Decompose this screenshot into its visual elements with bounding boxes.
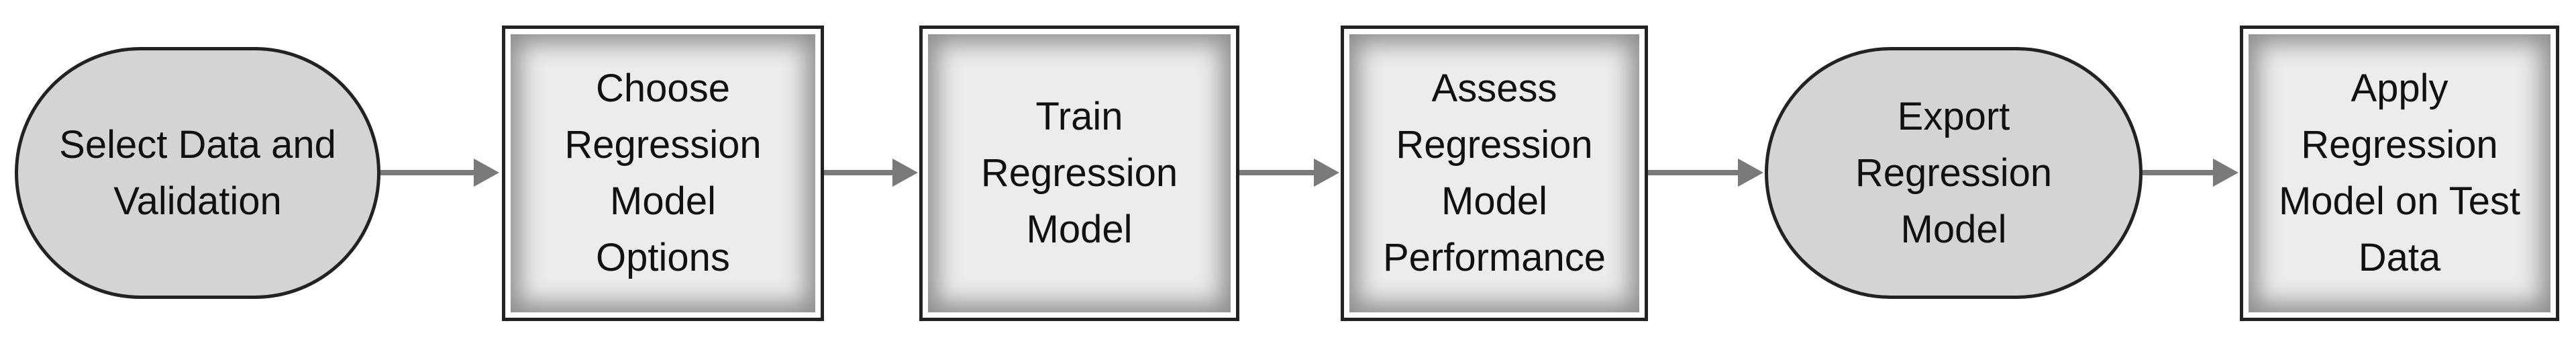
node-label-choose-options: Choose Regression Model Options bbox=[564, 66, 762, 279]
arrowhead-4 bbox=[1738, 159, 1763, 187]
node-label-select-data: Select Data and Validation bbox=[59, 122, 336, 223]
edge-export-to-apply bbox=[2143, 159, 2238, 187]
node-train-regression-model: Train Regression Model bbox=[919, 26, 1239, 321]
edge-choose-to-train bbox=[824, 159, 918, 187]
arrowhead-1 bbox=[474, 159, 499, 187]
node-choose-regression-model-options: Choose Regression Model Options bbox=[502, 26, 824, 321]
node-export-regression-model: Export Regression Model bbox=[1765, 47, 2143, 299]
node-select-data-and-validation: Select Data and Validation bbox=[15, 47, 380, 299]
node-apply-regression-model-on-test-data: Apply Regression Model on Test Data bbox=[2240, 26, 2559, 321]
edge-assess-to-export bbox=[1648, 159, 1763, 187]
node-label-apply-model: Apply Regression Model on Test Data bbox=[2278, 66, 2521, 279]
node-label-export-model: Export Regression Model bbox=[1855, 94, 2053, 251]
node-label-assess-performance: Assess Regression Model Performance bbox=[1382, 66, 1606, 279]
node-label-train-model: Train Regression Model bbox=[980, 95, 1178, 251]
arrowhead-5 bbox=[2213, 159, 2238, 187]
edge-select-to-choose bbox=[380, 159, 499, 187]
edge-train-to-assess bbox=[1239, 159, 1339, 187]
arrowhead-2 bbox=[892, 159, 918, 187]
node-assess-regression-model-performance: Assess Regression Model Performance bbox=[1341, 26, 1648, 321]
arrowhead-3 bbox=[1314, 159, 1339, 187]
